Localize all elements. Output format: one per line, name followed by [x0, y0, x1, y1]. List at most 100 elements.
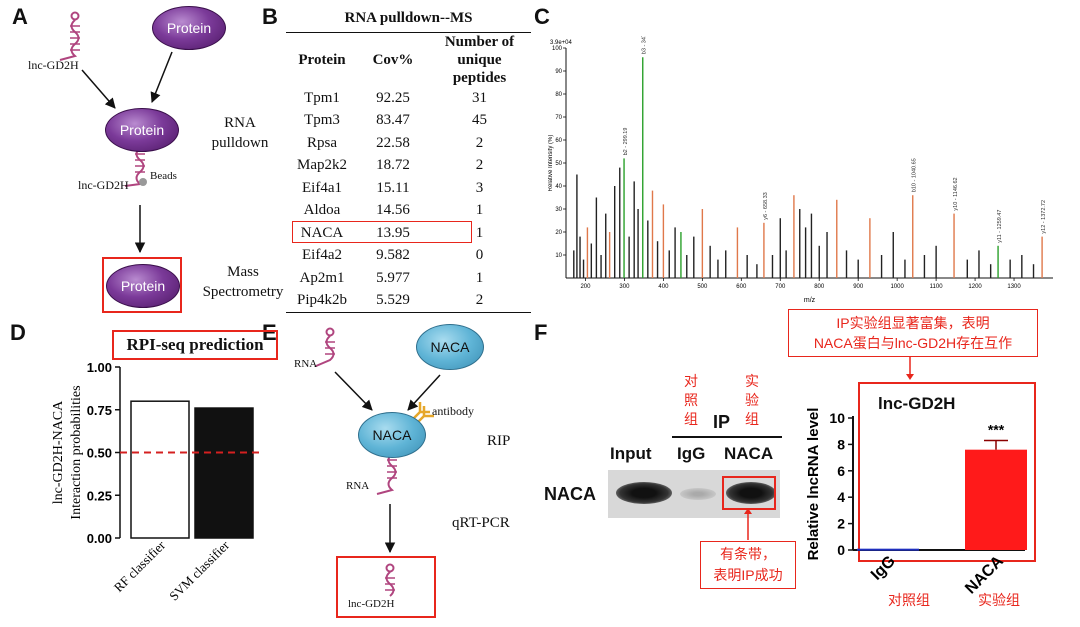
y-tick-label: 10 [829, 410, 845, 426]
panel-label-d: D [10, 320, 26, 345]
lnc-label-top: lnc-GD2H [28, 58, 79, 72]
panel-a: Protein lnc-GD2H Protein lnc-GD2H Beads … [0, 0, 283, 315]
y-tick-label: 10 [555, 253, 562, 259]
lane-input: Input [610, 444, 652, 463]
ctrl-char-2: 照 [684, 392, 698, 408]
exp-char-2: 验 [745, 392, 759, 408]
x-tick-label: 400 [658, 284, 669, 290]
y-tick-label: 50 [555, 161, 562, 167]
enrichment-note-l2: NACA蛋白与lnc-GD2H存在互作 [813, 335, 1013, 351]
rna-top-strand-icon [315, 327, 335, 367]
band-note-box: 有条带， 表明IP成功 [700, 541, 796, 589]
step-mass-spec: Mass Spectrometry [198, 262, 288, 302]
peak-label: y11 - 1259.47 [997, 210, 1003, 243]
panel-b-table: RNA pulldown--MS Protein Cov% Number of … [286, 10, 531, 313]
x-tick-label: 300 [619, 284, 630, 290]
western-row-label: NACA [544, 484, 596, 504]
y-tick-label: 0 [837, 542, 845, 558]
panel-a-arrows [59, 11, 173, 254]
y-tick-label: 30 [555, 207, 562, 213]
step-rip: RIP [487, 433, 511, 449]
y-axis-label: Relative Intensity (%) [548, 135, 554, 192]
rna-top-label: RNA [294, 358, 318, 370]
x-axis-label: m/z [804, 297, 816, 304]
cell-cov: 15.11 [376, 179, 410, 196]
cell-protein: Ap2m1 [299, 269, 345, 286]
cell-cov: 9.582 [376, 247, 410, 264]
x-tick-label: IgG [868, 553, 899, 584]
y-tick-label: 0.25 [87, 488, 112, 503]
band-note-l2: 表明IP成功 [713, 567, 783, 583]
y-tick-label: 60 [555, 138, 562, 144]
col-header-peptides-l1: Number of [444, 34, 515, 50]
enrichment-note-l1: IP实验组显著富集，表明 [836, 315, 990, 331]
step-mass-spec-l2: Spectrometry [202, 284, 284, 300]
lnc-bottom-label: lnc-GD2H [348, 598, 395, 610]
y-tick-label: 0.75 [87, 403, 112, 418]
cell-cov: 18.72 [376, 157, 410, 174]
cell-cov: 92.25 [376, 89, 410, 106]
western-blot [608, 470, 780, 518]
y-tick-label: 6 [837, 463, 845, 479]
cell-protein: Map2k2 [297, 157, 347, 174]
cell-protein: Eif4a2 [302, 247, 342, 264]
panel-e-arrows [315, 327, 441, 597]
qpcr-chart-box [858, 382, 1036, 562]
peak-label: y10 - 1146.62 [953, 177, 959, 210]
bar-1 [130, 400, 190, 539]
peak-label: y12 - 1372.72 [1041, 200, 1047, 234]
naca-row-highlight [292, 221, 472, 243]
protein-bottom-oval: Protein [106, 264, 180, 308]
rpi-title: RPI-seq prediction [126, 335, 264, 354]
table-title: RNA pulldown--MS [344, 10, 473, 26]
ip-label: IP [713, 412, 731, 432]
panel-label-a: A [12, 4, 28, 29]
cell-peptides: 3 [475, 179, 484, 196]
peak-label: b10 - 1040.65 [912, 158, 918, 192]
table-row: Eif4a2 9.582 0 [286, 245, 531, 268]
rna-strand-icon [59, 11, 80, 61]
ctrl-char-3: 组 [684, 411, 698, 427]
cell-peptides: 0 [475, 247, 484, 264]
table-bottom-rule [286, 312, 531, 313]
cell-peptides: 31 [472, 89, 487, 106]
exp-char-3: 组 [745, 411, 759, 427]
band-note-pointer [744, 508, 752, 540]
x-tick-label: 600 [736, 284, 747, 290]
x-tick-label: 900 [853, 284, 864, 290]
cell-cov: 13.95 [376, 224, 410, 241]
x-tick-label: 1200 [968, 284, 982, 290]
peak-label: b2 - 299.19 [623, 128, 629, 156]
col-header-peptides: Number of unique peptides [428, 33, 531, 87]
y-axis-label: Relative lncRNA level [805, 408, 822, 561]
y-tick-label: 40 [555, 184, 562, 190]
cell-protein: NACA [300, 224, 344, 241]
x-cat2-cn: 实验组 [978, 592, 1020, 608]
peak-label: b3 - 347.04 [642, 36, 648, 54]
enrichment-note-pointer [906, 356, 914, 380]
significance-mark: *** [988, 421, 1005, 437]
x-tick-label: 500 [697, 284, 708, 290]
y-tick-label: 8 [837, 436, 845, 452]
panel-label-e: E [262, 320, 277, 345]
y-tick-label: 70 [555, 115, 562, 121]
exp-char-1: 实 [745, 373, 759, 389]
panel-label-f: F [534, 320, 548, 345]
x-tick-label: RF classifier [111, 537, 169, 595]
lane-igg: IgG [677, 444, 706, 463]
ctrl-char-1: 对 [684, 373, 698, 389]
band-note-l1: 有条带， [720, 546, 776, 562]
cell-protein: Rpsa [307, 134, 337, 151]
rna-mid-label: RNA [346, 480, 370, 492]
